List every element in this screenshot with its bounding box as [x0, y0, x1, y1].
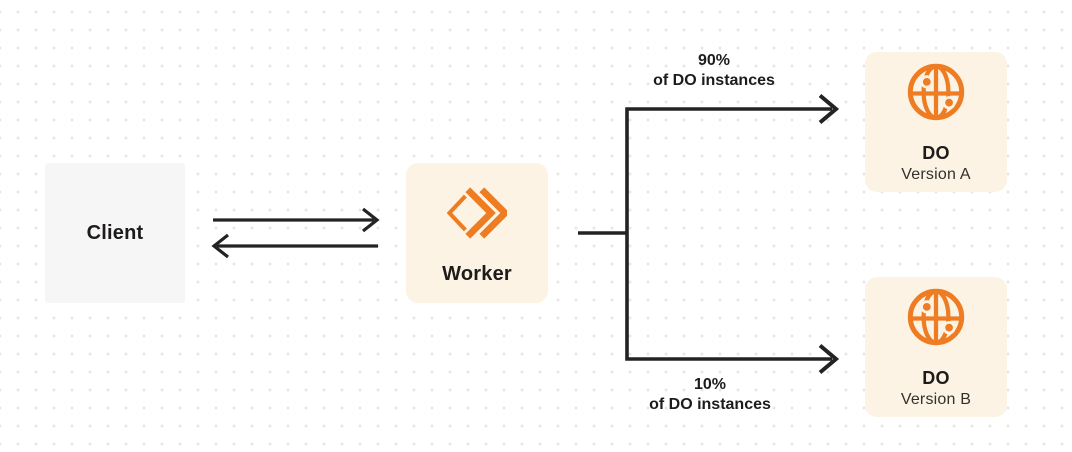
client-node: Client — [45, 163, 185, 303]
worker-to-client-arrowhead — [211, 233, 229, 259]
split-10-label: 10% of DO instances — [610, 375, 810, 415]
globe-icon — [907, 288, 965, 346]
cloudflare-workers-icon — [447, 187, 507, 239]
do-version-a-title: DO — [922, 143, 950, 163]
split-90-caption: of DO instances — [653, 72, 775, 89]
client-label: Client — [86, 221, 144, 244]
do-version-b-subtitle: Version B — [900, 391, 972, 408]
branch-bottom-arrowhead — [818, 343, 840, 375]
split-10-caption: of DO instances — [649, 396, 771, 413]
do-version-a-node: DO Version A — [865, 52, 1007, 192]
do-version-b-title: DO — [922, 368, 950, 388]
split-90-percent: 90% — [697, 52, 731, 69]
split-10-percent: 10% — [693, 376, 727, 393]
globe-icon — [907, 63, 965, 121]
branch-top-arrowhead — [818, 93, 840, 125]
do-version-b-node: DO Version B — [865, 277, 1007, 417]
worker-node: Worker — [406, 163, 548, 303]
worker-label: Worker — [442, 263, 512, 285]
do-version-a-subtitle: Version A — [901, 166, 971, 183]
branch-split-line — [625, 107, 832, 361]
split-90-label: 90% of DO instances — [614, 51, 814, 91]
client-to-worker-arrowhead — [362, 207, 380, 233]
